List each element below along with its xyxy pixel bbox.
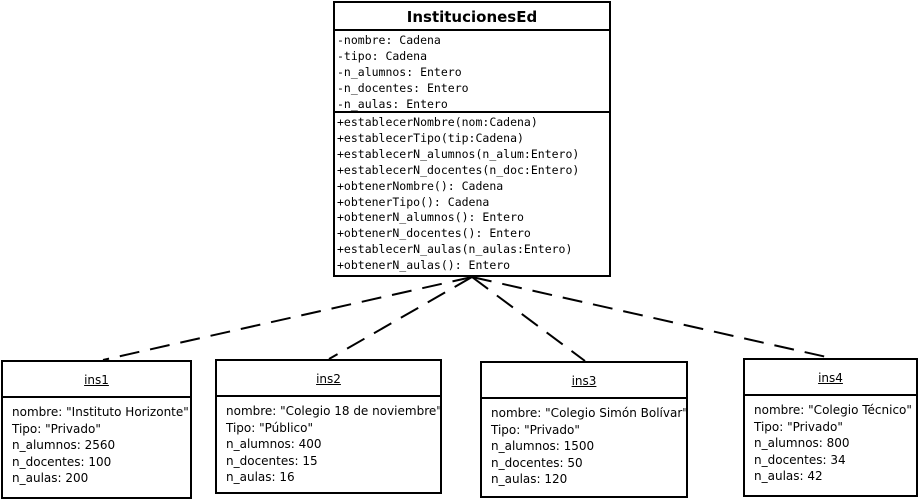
object-field: n_aulas: 42 xyxy=(754,469,823,484)
object-field: n_aulas: 120 xyxy=(491,472,568,487)
object-fields: nombre: "Colegio Técnico" Tipo: "Privado… xyxy=(745,396,916,485)
class-box: InstitucionesEd -nombre: Cadena -tipo: C… xyxy=(333,1,611,277)
operation-row: +establecerNombre(nom:Cadena) xyxy=(337,115,538,129)
operation-row: +obtenerN_alumnos(): Entero xyxy=(337,210,524,225)
object-name: ins3 xyxy=(482,363,686,399)
object-field: nombre: "Colegio Técnico" xyxy=(754,403,912,417)
object-fields: nombre: "Colegio 18 de noviembre" Tipo: … xyxy=(217,397,442,486)
object-field: n_docentes: 50 xyxy=(491,455,583,470)
object-field: Tipo: "Privado" xyxy=(754,419,843,434)
link-ins2 xyxy=(328,276,473,360)
object-field: n_docentes: 100 xyxy=(12,454,112,469)
object-fields: nombre: "Colegio Simón Bolívar" Tipo: "P… xyxy=(482,399,688,488)
object-name: ins1 xyxy=(3,362,190,398)
attribute-row: -tipo: Cadena xyxy=(337,48,428,63)
object-field: Tipo: "Privado" xyxy=(491,422,580,437)
object-name: ins4 xyxy=(745,360,916,396)
attribute-row: -n_docentes: Entero xyxy=(337,80,469,95)
object-field: nombre: "Colegio 18 de noviembre" xyxy=(226,404,442,418)
object-box-ins4: ins4 nombre: "Colegio Técnico" Tipo: "Pr… xyxy=(743,358,918,497)
attribute-row: -n_alumnos: Entero xyxy=(337,64,462,79)
operation-row: +establecerN_docentes(n_doc:Entero) xyxy=(337,162,580,177)
operation-row: +obtenerTipo(): Cadena xyxy=(337,194,490,209)
object-field: n_aulas: 16 xyxy=(226,470,295,485)
object-field: n_docentes: 34 xyxy=(754,452,846,467)
object-field: nombre: "Colegio Simón Bolívar" xyxy=(491,406,688,420)
operation-row: +obtenerN_docentes(): Entero xyxy=(337,226,531,241)
link-ins3 xyxy=(471,276,586,362)
object-field: n_alumnos: 2560 xyxy=(12,438,116,453)
object-field: Tipo: "Privado" xyxy=(12,421,101,436)
object-fields: nombre: "Instituto Horizonte" Tipo: "Pri… xyxy=(3,398,190,487)
operation-row: +establecerTipo(tip:Cadena) xyxy=(337,130,524,145)
attribute-row: -nombre: Cadena xyxy=(337,33,441,47)
operation-row: +establecerN_aulas(n_aulas:Entero) xyxy=(337,242,573,257)
class-operations: +establecerNombre(nom:Cadena) +establece… xyxy=(335,113,609,274)
object-field: n_alumnos: 400 xyxy=(226,437,322,452)
object-field: Tipo: "Público" xyxy=(226,420,314,435)
object-field: n_aulas: 200 xyxy=(12,471,89,486)
object-box-ins2: ins2 nombre: "Colegio 18 de noviembre" T… xyxy=(215,359,442,494)
object-field: nombre: "Instituto Horizonte" xyxy=(12,405,189,419)
object-field: n_alumnos: 800 xyxy=(754,436,850,451)
object-field: n_alumnos: 1500 xyxy=(491,439,595,454)
operation-row: +obtenerN_aulas(): Entero xyxy=(337,258,511,273)
link-ins1 xyxy=(102,276,473,361)
class-name: InstitucionesEd xyxy=(335,3,609,31)
operation-row: +obtenerNombre(): Cadena xyxy=(337,178,504,193)
object-box-ins3: ins3 nombre: "Colegio Simón Bolívar" Tip… xyxy=(480,361,688,498)
class-attributes: -nombre: Cadena -tipo: Cadena -n_alumnos… xyxy=(335,31,609,113)
object-field: n_docentes: 15 xyxy=(226,453,318,468)
operation-row: +establecerN_alumnos(n_alum:Entero) xyxy=(337,146,580,161)
attribute-row: -n_aulas: Entero xyxy=(337,96,448,111)
object-box-ins1: ins1 nombre: "Instituto Horizonte" Tipo:… xyxy=(1,360,192,499)
object-name: ins2 xyxy=(217,361,440,397)
